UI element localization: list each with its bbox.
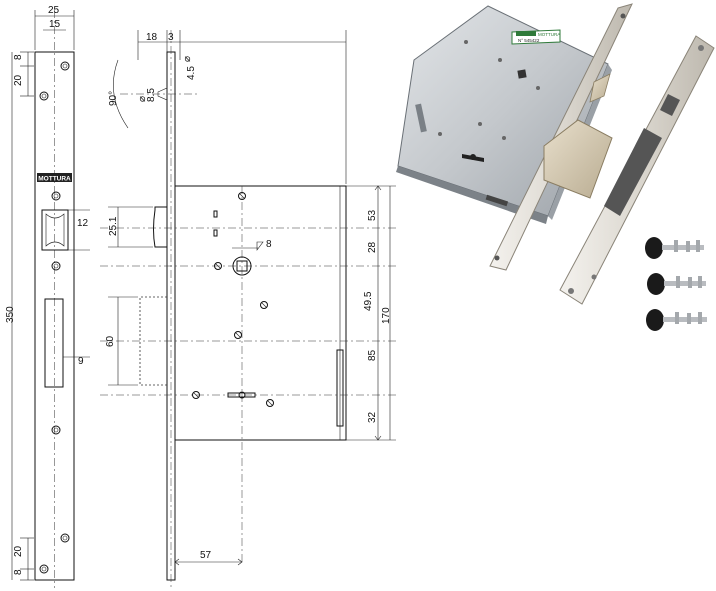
dim-faceplate-height: 350 (5, 306, 16, 323)
bolt-opening (44, 298, 64, 388)
side-bolt (139, 296, 167, 386)
dim-53: 53 (367, 209, 378, 221)
spindle-hub (232, 256, 252, 276)
key-3 (646, 309, 707, 331)
key-1 (645, 237, 704, 259)
dim-top-8: 8 (13, 54, 24, 60)
photo-label-serial: N° 545422 (518, 38, 540, 43)
side-latch (153, 206, 167, 248)
dim-faceplate-inner: 15 (49, 19, 61, 30)
lock-case (174, 185, 347, 441)
dia-symbol-1: ⌀ (137, 96, 148, 102)
dim-85: 85 (367, 349, 378, 361)
photo-keys (645, 237, 707, 331)
product-photo: MOTTURA N° 545422 (396, 3, 715, 331)
faceplate-front-view: 25 15 MOTTURA 8 20 350 (5, 5, 90, 588)
dia-symbol-2: ⌀ (182, 56, 193, 62)
photo-label-brand: MOTTURA (538, 32, 560, 37)
brand-label-text: MOTTURA (38, 176, 71, 183)
dim-square-8: 8 (266, 239, 272, 250)
lock-strike-edge (336, 349, 344, 427)
dim-bottom-20: 20 (13, 545, 24, 557)
dim-bolt-60: 60 (105, 335, 116, 347)
dim-latch-12: 12 (77, 218, 89, 229)
dim-170: 170 (381, 307, 392, 324)
photo-strike-plate (559, 35, 715, 305)
dim-angle-90: 90° (108, 91, 119, 106)
lock-body-view: 8 53 28 49.5 170 85 32 57 (100, 30, 396, 568)
faceplate-outline (34, 51, 75, 581)
lock-right-dimensions: 53 28 49.5 170 85 32 (346, 185, 396, 441)
dim-top-20: 20 (13, 74, 24, 86)
dim-faceplate-width: 25 (48, 5, 60, 16)
brand-label (37, 173, 72, 182)
faceplate-screws (39, 61, 70, 574)
dim-32: 32 (367, 411, 378, 423)
keyhole (227, 392, 256, 398)
key-2 (647, 273, 706, 295)
dim-dia-8-5: 8.5 (146, 88, 157, 102)
dim-bottom-8: 8 (13, 569, 24, 575)
dim-latch-25-1: 25.1 (108, 216, 119, 236)
photo-lock-body: MOTTURA N° 545422 (396, 3, 633, 271)
dim-28: 28 (367, 241, 378, 253)
dim-bolt-9: 9 (78, 356, 84, 367)
photo-deadbolt (543, 119, 613, 199)
dim-49-5: 49.5 (363, 291, 374, 311)
dim-side-18: 18 (146, 32, 158, 43)
dim-dia-4-5: 4.5 (186, 66, 197, 80)
case-screws (192, 192, 274, 407)
side-view: 18 3 90° 8.5 4.5 ⌀ ⌀ 25.1 60 (105, 30, 200, 588)
spindle-square (236, 260, 248, 272)
dim-57: 57 (200, 550, 212, 561)
